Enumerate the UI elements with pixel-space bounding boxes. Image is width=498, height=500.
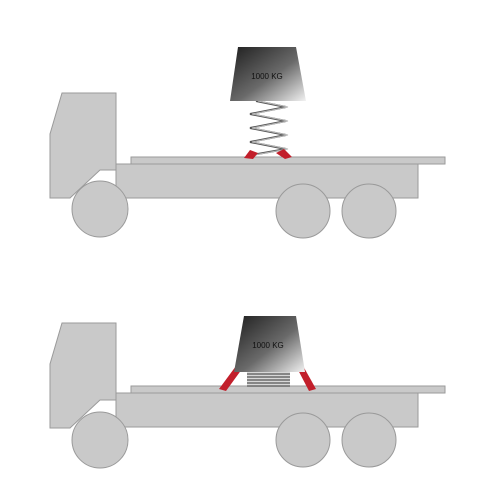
scene-bottom: 1000 KG (49, 316, 446, 469)
truck-cab (49, 322, 117, 429)
rear-wheel-2 (341, 412, 397, 468)
weight-block (230, 47, 306, 101)
scene-top: 1000 KG (49, 47, 446, 239)
spring (249, 100, 287, 156)
weight-label: 1000 KG (251, 72, 283, 81)
truck-cab (49, 92, 117, 199)
rear-wheel-1 (275, 183, 331, 239)
weight-block (234, 316, 305, 372)
front-wheel (71, 180, 129, 238)
weight-label: 1000 KG (252, 341, 284, 350)
restraint-foot-left (244, 150, 258, 159)
truck-flatbed (130, 385, 446, 394)
restraint-strap-left (219, 366, 242, 391)
rear-wheel-1 (275, 412, 331, 468)
restraint-foot-right (276, 149, 292, 159)
spring-shadow (251, 100, 289, 156)
spring-compressed (247, 372, 290, 387)
front-wheel (71, 411, 129, 469)
rear-wheel-2 (341, 183, 397, 239)
